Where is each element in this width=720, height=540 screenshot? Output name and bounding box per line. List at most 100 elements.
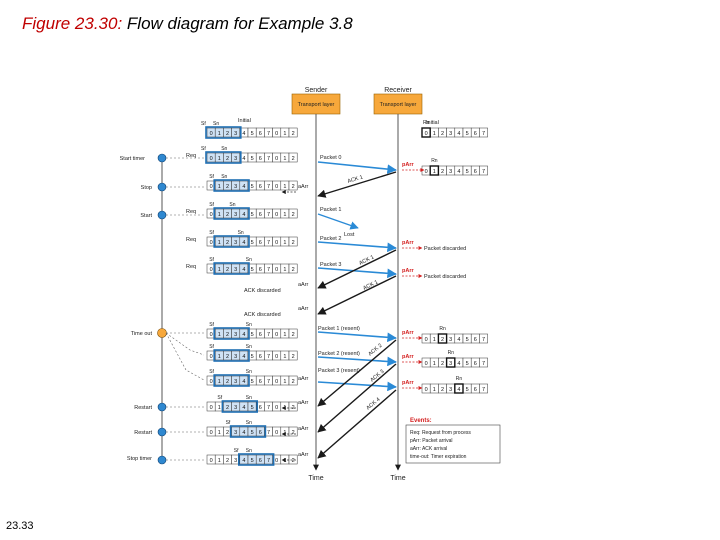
sequence-cell bbox=[288, 152, 298, 163]
events-legend: Events: Req: Request from process pArr: … bbox=[405, 418, 501, 464]
sequence-number: 3 bbox=[234, 184, 237, 190]
sequence-number: 7 bbox=[482, 361, 485, 367]
packet-1-resent-arrow bbox=[317, 331, 397, 343]
sequence-number: 4 bbox=[242, 458, 245, 464]
pointer-label: Sf bbox=[209, 369, 214, 375]
sender-events: aArr aArr ACK discarded aArr ACK discard… bbox=[244, 184, 309, 463]
sequence-number: 3 bbox=[234, 212, 237, 218]
sequence-number: 0 bbox=[210, 332, 213, 338]
sequence-number: 0 bbox=[210, 405, 213, 411]
sequence-cell bbox=[288, 127, 298, 138]
ack-1-c-arrow bbox=[317, 275, 397, 315]
sequence-number: 1 bbox=[283, 212, 286, 218]
sequence-number: 3 bbox=[234, 379, 237, 385]
sequence-number: 3 bbox=[449, 337, 452, 343]
packet-0-arrow bbox=[317, 161, 397, 174]
sequence-number: 4 bbox=[242, 405, 245, 411]
timer-icon bbox=[157, 402, 167, 412]
sequence-number: 0 bbox=[425, 337, 428, 343]
a-arr-label: aArr bbox=[298, 184, 309, 190]
sequence-number: 4 bbox=[457, 361, 460, 367]
sequence-number: 0 bbox=[210, 131, 213, 137]
receiver-time-label: Time bbox=[390, 475, 405, 482]
sender-transport-label: Transport layer bbox=[298, 102, 335, 108]
send-window-frame bbox=[213, 207, 250, 220]
rn-marker bbox=[421, 127, 431, 138]
sequence-number: 1 bbox=[218, 131, 221, 137]
sequence-number: 4 bbox=[242, 156, 245, 162]
figure-caption: Flow diagram for Example 3.8 bbox=[126, 14, 353, 33]
req-labels: Req Req Req Req bbox=[186, 153, 196, 270]
sequence-number: 2 bbox=[292, 458, 295, 464]
sender-label: Sender bbox=[305, 87, 328, 94]
a-arr-label: aArr bbox=[298, 376, 309, 382]
timer-label: Restart bbox=[134, 430, 152, 436]
legend-title: Events: bbox=[410, 418, 432, 424]
sequence-number: 5 bbox=[251, 212, 254, 218]
ack-1-b-arrow bbox=[317, 249, 397, 289]
sequence-number: 0 bbox=[275, 212, 278, 218]
req-label: Req bbox=[186, 209, 196, 215]
sequence-number: 1 bbox=[283, 184, 286, 190]
a-arr-label: aArr bbox=[298, 306, 309, 312]
packet-1-label: Packet 1 bbox=[320, 207, 341, 213]
ack-discarded-label: ACK discarded bbox=[244, 312, 281, 318]
send-window-frame bbox=[238, 453, 275, 466]
sequence-number: 0 bbox=[275, 240, 278, 246]
sequence-number: 1 bbox=[218, 379, 221, 385]
sequence-number: 7 bbox=[267, 131, 270, 137]
timer-start-timer: Start timer bbox=[120, 153, 167, 163]
sequence-number: 0 bbox=[425, 387, 428, 393]
sequence-number: 0 bbox=[275, 405, 278, 411]
sequence-cell bbox=[288, 328, 298, 339]
packet-2-arrow bbox=[317, 241, 397, 253]
ack-2-arrow bbox=[317, 339, 397, 407]
a-arr-label: aArr bbox=[298, 400, 309, 406]
sequence-number: 0 bbox=[210, 430, 213, 436]
sequence-number: 7 bbox=[267, 405, 270, 411]
sequence-number: 0 bbox=[210, 212, 213, 218]
sequence-number: 5 bbox=[466, 131, 469, 137]
timer-icon bbox=[157, 210, 167, 220]
pointer-label: Sn bbox=[221, 146, 227, 152]
sequence-cell bbox=[288, 401, 298, 412]
sequence-number: 5 bbox=[466, 169, 469, 175]
pointer-label: Sf bbox=[201, 146, 206, 152]
sequence-number: 7 bbox=[482, 131, 485, 137]
sequence-number: 2 bbox=[226, 458, 229, 464]
sequence-number: 2 bbox=[441, 131, 444, 137]
ack-4-arrow bbox=[317, 389, 397, 459]
sequence-number: 1 bbox=[218, 267, 221, 273]
sequence-number: 1 bbox=[218, 405, 221, 411]
sequence-number: 6 bbox=[474, 169, 477, 175]
sequence-number: 5 bbox=[251, 267, 254, 273]
req-label: Req bbox=[186, 153, 196, 159]
sequence-number: 7 bbox=[267, 212, 270, 218]
sequence-number: 7 bbox=[267, 156, 270, 162]
sequence-number: 7 bbox=[267, 354, 270, 360]
sequence-number: 6 bbox=[259, 430, 262, 436]
sequence-number: 0 bbox=[275, 430, 278, 436]
sequence-number: 2 bbox=[226, 354, 229, 360]
sequence-number: 6 bbox=[474, 337, 477, 343]
packet-discarded-label: Packet discarded bbox=[424, 246, 466, 252]
sequence-number: 7 bbox=[267, 267, 270, 273]
sequence-number: 0 bbox=[275, 458, 278, 464]
sequence-number: 3 bbox=[234, 267, 237, 273]
sequence-number: 3 bbox=[234, 405, 237, 411]
sequence-number: 2 bbox=[226, 267, 229, 273]
ack-discarded-label: ACK discarded bbox=[244, 288, 281, 294]
sequence-number: 4 bbox=[242, 240, 245, 246]
sequence-number: 2 bbox=[292, 430, 295, 436]
sequence-number: 2 bbox=[226, 332, 229, 338]
timer-restart-1: Restart bbox=[134, 402, 167, 412]
sequence-number: 6 bbox=[259, 458, 262, 464]
timer-start: Start bbox=[140, 210, 167, 220]
timer-icon bbox=[157, 153, 167, 163]
sequence-number: 6 bbox=[474, 361, 477, 367]
